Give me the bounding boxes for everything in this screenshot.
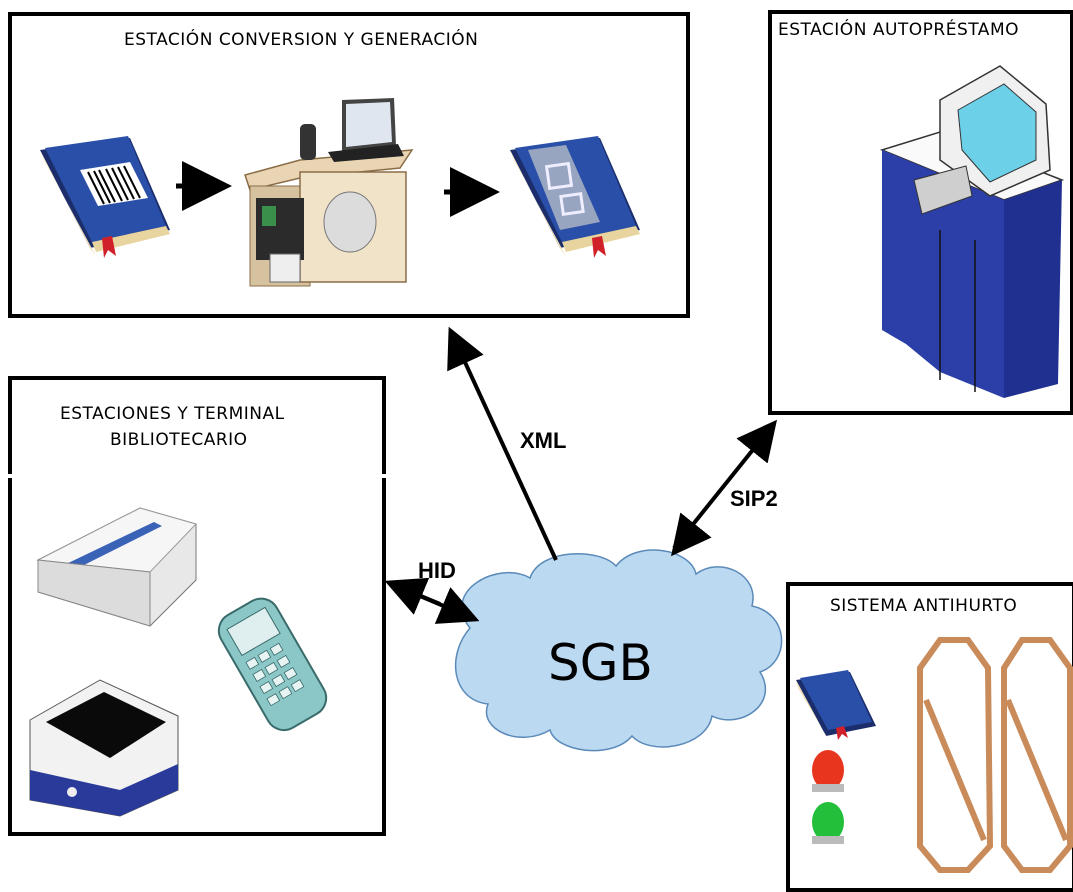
- sip2-label: SIP2: [730, 486, 778, 511]
- conversion-station-title: ESTACIÓN CONVERSION Y GENERACIÓN: [124, 30, 479, 50]
- hid-label: HID: [418, 558, 456, 583]
- antitheft-system-title: SISTEMA ANTIHURTO: [830, 596, 1018, 616]
- flatbed-reader-icon: [36, 507, 197, 627]
- barcode-book-icon: [40, 136, 170, 258]
- hid-arrow-right: [419, 587, 480, 624]
- selfcheck-station-title: ESTACIÓN AUTOPRÉSTAMO: [778, 20, 1019, 40]
- pad-reader-icon: [29, 679, 179, 817]
- sgb-cloud-shape: [454, 549, 783, 752]
- red-alarm-light-icon: [812, 750, 844, 792]
- antitheft-book-icon: [796, 670, 876, 742]
- xml-label: XML: [520, 428, 567, 453]
- security-gate-icon: [917, 637, 1073, 873]
- green-alarm-light-icon: [812, 802, 844, 844]
- librarian-terminal-title-line2: BIBLIOTECARIO: [110, 430, 248, 450]
- handheld-scanner-icon: [217, 597, 328, 732]
- sgb-label: SGB: [548, 634, 653, 692]
- xml-arrow: [447, 326, 558, 561]
- printer-station-icon: [244, 98, 414, 287]
- selfcheck-kiosk-icon: [879, 65, 1065, 398]
- librarian-terminal-title-line1: ESTACIONES Y TERMINAL: [60, 404, 285, 424]
- rfid-book-icon: [510, 136, 640, 258]
